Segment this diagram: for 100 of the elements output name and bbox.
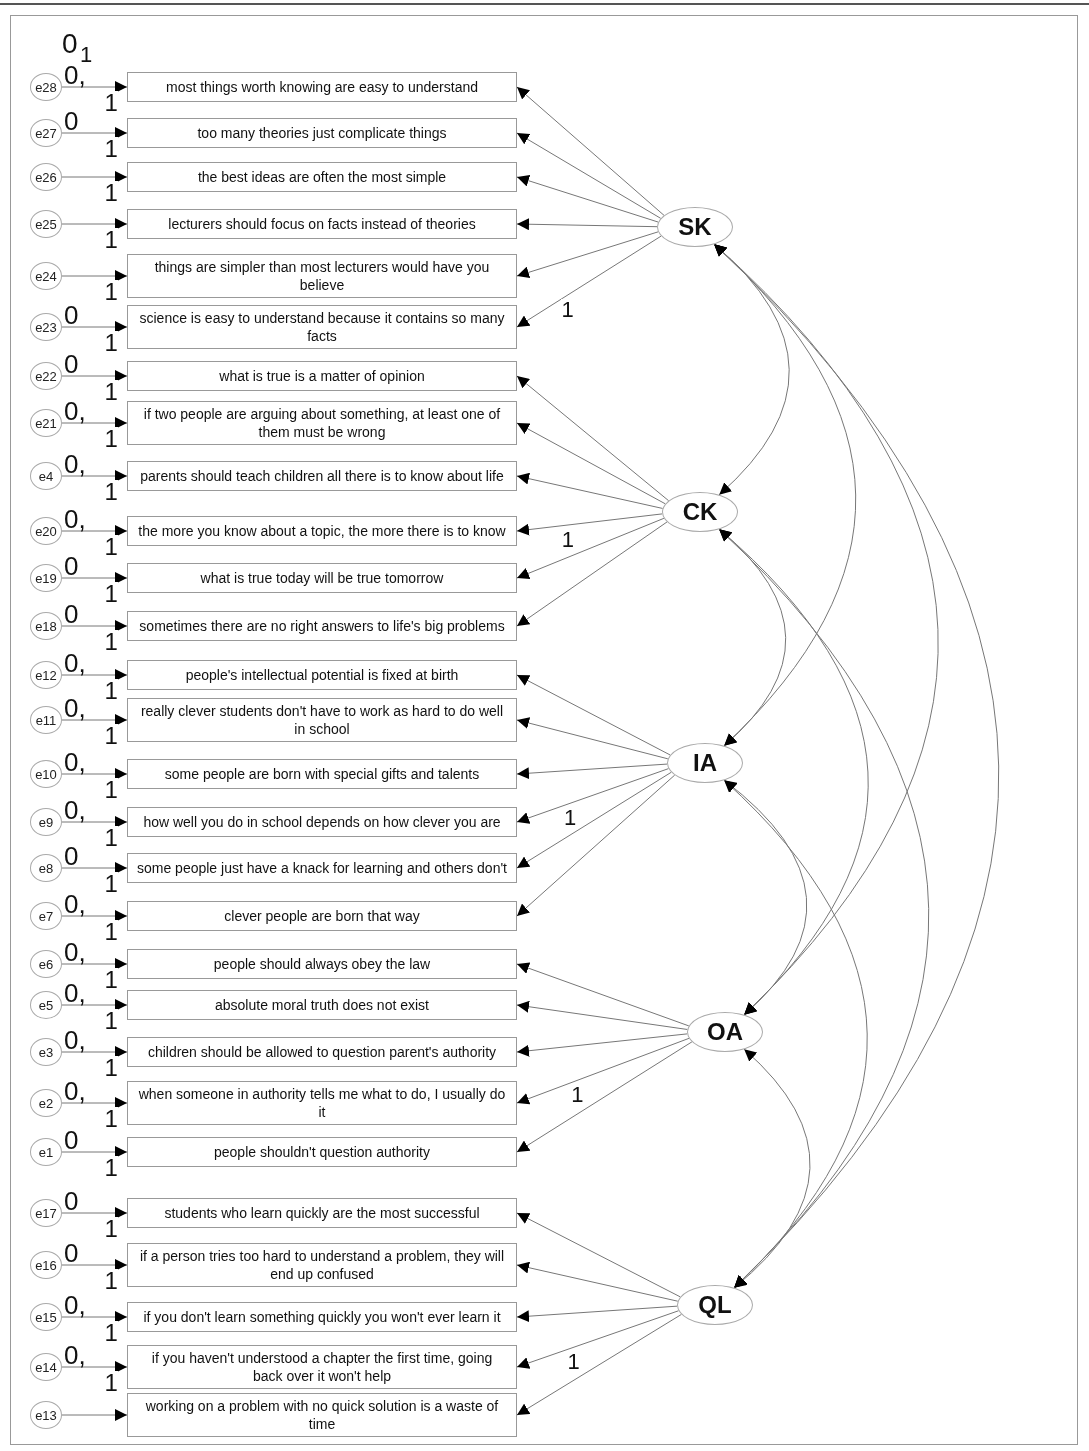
item-box: some people just have a knack for learning and others don't <box>127 853 517 883</box>
variance-value: 0, <box>64 506 86 532</box>
variance-value: 0 <box>64 1240 79 1266</box>
path-arrow <box>516 472 664 509</box>
path-arrow <box>61 127 128 139</box>
item-box: absolute moral truth does not exist <box>127 990 517 1020</box>
path-arrow <box>61 1361 128 1373</box>
error-circle: e1 <box>30 1138 62 1166</box>
path-arrow <box>516 1212 681 1298</box>
error-circle: e23 <box>30 313 62 341</box>
latent-variable-ellipse: QL <box>677 1285 753 1325</box>
variance-value: 0, <box>64 1027 86 1053</box>
item-box: most things worth knowing are easy to understand <box>127 72 517 102</box>
item-box: things are simpler than most lecturers would have you believe <box>127 254 517 298</box>
path-arrow <box>61 669 128 681</box>
path-arrow <box>516 674 671 756</box>
variance-value: 0, <box>64 650 86 676</box>
error-circle: e25 <box>30 210 62 238</box>
item-box: students who learn quickly are the most successful <box>127 1198 517 1228</box>
variance-value: 0, <box>64 980 86 1006</box>
variance-value: 0, <box>64 939 86 965</box>
error-circle: e3 <box>30 1038 62 1066</box>
path-arrow <box>61 1207 128 1219</box>
error-circle: e6 <box>30 950 62 978</box>
item-box: the best ideas are often the most simple <box>127 162 517 192</box>
error-circle: e18 <box>30 612 62 640</box>
item-box: if you haven't understood a chapter the first time, going back over it won't help <box>127 1345 517 1389</box>
variance-value: 0, <box>64 398 86 424</box>
item-box: science is easy to understand because it contains so many facts <box>127 305 517 349</box>
item-box: children should be allowed to question parent's authority <box>127 1037 517 1067</box>
path-arrow <box>61 321 128 333</box>
error-circle: e28 <box>30 73 62 101</box>
item-box: if you don't learn something quickly you won't ever learn it <box>127 1302 517 1332</box>
covariance-arrow <box>723 779 807 1016</box>
item-box: people shouldn't question authority <box>127 1137 517 1167</box>
item-box: if two people are arguing about something, at least one of them must be wrong <box>127 401 517 445</box>
error-circle: e14 <box>30 1353 62 1381</box>
variance-value: 0 <box>64 601 79 627</box>
path-arrow <box>61 1046 128 1058</box>
path-arrow <box>61 862 128 874</box>
path-arrow <box>61 1409 128 1421</box>
path-arrow <box>61 1097 128 1109</box>
path-arrow <box>516 235 662 328</box>
path-arrow <box>61 620 128 632</box>
path-arrow <box>61 958 128 970</box>
error-circle: e16 <box>30 1251 62 1279</box>
item-box: how well you do in school depends on how clever you are <box>127 807 517 837</box>
path-arrow <box>516 513 663 536</box>
item-box: working on a problem with no quick solution is a waste of time <box>127 1393 517 1437</box>
latent-variable-ellipse: SK <box>657 207 733 247</box>
variance-value: 0, <box>64 749 86 775</box>
variance-value: 0 <box>64 302 79 328</box>
error-circle: e2 <box>30 1089 62 1117</box>
path-arrow <box>61 1259 128 1271</box>
path-arrow <box>61 171 128 183</box>
path-arrow <box>61 572 128 584</box>
latent-variable-ellipse: CK <box>662 492 738 532</box>
variance-value: 0, <box>64 1342 86 1368</box>
error-circle: e24 <box>30 262 62 290</box>
latent-variable-ellipse: OA <box>687 1012 763 1052</box>
variance-value: 0, <box>64 451 86 477</box>
error-circle: e9 <box>30 808 62 836</box>
path-arrow <box>516 763 668 780</box>
path-arrow <box>516 517 665 580</box>
path-arrow <box>516 771 672 869</box>
error-circle: e20 <box>30 517 62 545</box>
variance-value: 0 <box>64 553 79 579</box>
item-box: some people are born with special gifts and talents <box>127 759 517 789</box>
path-arrow <box>61 714 128 726</box>
path-arrow <box>516 86 665 216</box>
path-arrow <box>61 816 128 828</box>
error-circle: e4 <box>30 462 62 490</box>
path-arrow <box>516 1313 682 1416</box>
item-box: clever people are born that way <box>127 901 517 931</box>
error-circle: e12 <box>30 661 62 689</box>
variance-value: 0, <box>64 891 86 917</box>
item-box: what is true today will be true tomorrow <box>127 563 517 593</box>
path-arrow <box>516 521 668 627</box>
error-circle: e10 <box>30 760 62 788</box>
path-arrow <box>516 422 666 505</box>
path-arrow <box>516 962 690 1027</box>
variance-value: 0 <box>64 1188 79 1214</box>
item-box: if a person tries too hard to understand a problem, they will end up confused <box>127 1243 517 1287</box>
error-circle: e7 <box>30 902 62 930</box>
path-arrow <box>61 768 128 780</box>
path-arrow <box>516 1033 688 1057</box>
variance-value: 0, <box>64 1292 86 1318</box>
item-box: sometimes there are no right answers to life's big problems <box>127 611 517 641</box>
path-arrow <box>516 218 658 231</box>
item-box: really clever students don't have to work as hard to do well in school <box>127 698 517 742</box>
error-circle: e15 <box>30 1303 62 1331</box>
path-arrow <box>516 1261 679 1302</box>
path-arrow <box>61 999 128 1011</box>
path-arrow <box>516 231 659 279</box>
path-arrow <box>61 1146 128 1158</box>
error-circle: e5 <box>30 991 62 1019</box>
path-arrow <box>61 270 128 282</box>
error-circle: e26 <box>30 163 62 191</box>
variance-value: 0, <box>64 1078 86 1104</box>
latent-variable-ellipse: IA <box>667 743 743 783</box>
